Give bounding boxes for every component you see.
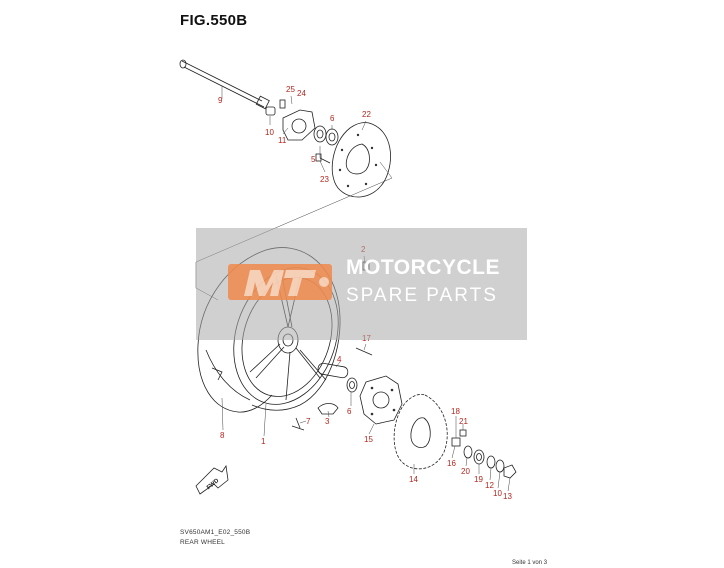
fwd-direction-arrow [195, 464, 229, 495]
callout-label: 6 [347, 407, 352, 416]
callout-label: 20 [461, 467, 470, 476]
watermark-logo-icon [228, 264, 332, 300]
figure-caption: REAR WHEEL [180, 539, 225, 546]
callout-label: 15 [364, 435, 373, 444]
callout-label: 13 [503, 492, 512, 501]
callout-label: 11 [278, 136, 287, 145]
callout-label: 23 [320, 175, 329, 184]
fwd-label: FWD [206, 477, 221, 491]
rear-axle [179, 59, 270, 110]
callout-label: 19 [474, 475, 483, 484]
leader-lines [221, 86, 511, 492]
callout-label: 14 [409, 475, 418, 484]
callout-label: 22 [362, 110, 371, 119]
callout-label: 3 [325, 417, 330, 426]
callout-label: 24 [297, 89, 306, 98]
sprocket-hub [359, 375, 403, 425]
figure-title: FIG.550B [180, 12, 248, 29]
watermark-text-line1: MOTORCYCLE [346, 256, 500, 279]
brake-disc [331, 122, 391, 198]
callout-label: 8 [220, 431, 225, 440]
callout-label: 5 [311, 155, 316, 164]
drawing-code: SV650AM1_E02_550B [180, 529, 251, 536]
callout-label: 10 [265, 128, 274, 137]
callout-label: 16 [447, 459, 456, 468]
callout-label: 6 [330, 114, 335, 123]
callout-label: 18 [451, 407, 460, 416]
callout-label: 9 [218, 96, 223, 105]
callout-label: 7 [306, 417, 311, 426]
callout-label: 1 [261, 437, 266, 446]
page-label: Seite 1 von 3 [512, 560, 548, 566]
watermark-text-line2: SPARE PARTS [346, 285, 498, 306]
callout-label: 12 [485, 481, 494, 490]
rear-sprocket [393, 394, 448, 470]
callout-label: 10 [493, 489, 502, 498]
callout-label: 4 [337, 355, 342, 364]
callout-label: 21 [459, 417, 468, 426]
upper-brake-assembly [265, 99, 339, 164]
callout-label: 25 [286, 85, 295, 94]
